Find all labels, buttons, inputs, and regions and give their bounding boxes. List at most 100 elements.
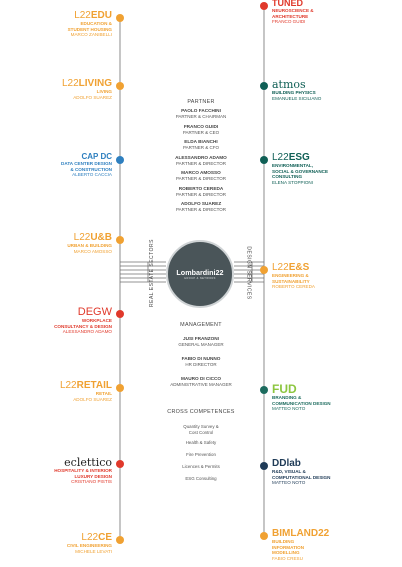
partner-role: PARTNER & DIRECTOR [175, 176, 226, 181]
unit-dot [260, 386, 268, 394]
unit-logo: TUNED [272, 0, 314, 8]
cross-competence-item: Fire Prevention [186, 452, 216, 457]
unit-description: SUSTAINABILITY [272, 278, 310, 284]
partner-role: PARTNER & DIRECTOR [175, 160, 226, 166]
unit-person: ELENA STOPPIONI [272, 180, 314, 186]
unit-logo-name: CE [98, 532, 112, 543]
unit-person: EMANUELE SICILIANO [272, 95, 322, 101]
unit-dot [116, 536, 124, 544]
unit-description: DATA CENTER DESIGN [61, 161, 112, 166]
unit-logo: BIMLAND22 [272, 529, 329, 539]
unit-description: LIVING [96, 89, 112, 94]
partner-role: PARTNER & CFO [182, 145, 220, 150]
partner-title: PARTNER [187, 99, 215, 105]
unit-logo-prefix: L22 [74, 10, 91, 21]
unit-dot [116, 156, 124, 164]
unit-description: CONSULTING [272, 174, 303, 180]
unit-description: STUDENT HOUSING [67, 26, 112, 32]
management-title: MANAGEMENT [180, 322, 222, 328]
unit-logo: L22CE [67, 533, 112, 543]
partner-name: ROBERTO CEREDA [178, 185, 224, 191]
unit-description: WORKPLACE [81, 318, 112, 323]
unit-dot [260, 462, 268, 470]
unit-person: MARCO AMOSSO [73, 248, 112, 254]
unit-description: R&D, VISUAL & [272, 469, 306, 474]
unit-description: URBAN & BUILDING [67, 243, 112, 248]
cross-competence-item: Health & Safety [185, 440, 217, 445]
unit-description: COMPUTATIONAL DESIGN [272, 474, 331, 480]
unit-dot [260, 532, 268, 540]
unit-description: INFORMATION [272, 544, 305, 550]
unit-description: NEUROSCIENCE & [272, 8, 314, 13]
unit-description: MODELLING [272, 550, 300, 556]
cross-competence-item: Cost Control [188, 430, 214, 435]
unit-description: RETAIL [95, 391, 112, 396]
hub-name: Lombardini22 [176, 268, 224, 277]
unit-person: MATTEO NOTO [272, 480, 306, 486]
unit-logo-prefix: L22 [81, 532, 99, 543]
partner-role: PARTNER & CEO [182, 129, 220, 135]
unit-logo-name: CAP DC [81, 152, 112, 161]
unit-logo-prefix: L22 [59, 380, 77, 391]
unit-person: MICHELE LEVATI [75, 548, 112, 554]
manager-name: JUSI FRANZONI [183, 336, 219, 341]
unit-dot [116, 14, 124, 22]
unit-logo-name: ESG [288, 152, 310, 163]
partner-name: PAOLO FACCHINI [181, 108, 221, 113]
unit-description: EDUCATION & [80, 21, 112, 26]
unit-logo-name: DDlab [272, 458, 301, 469]
unit-logo: FUD [272, 383, 331, 395]
unit-logo-name: EDU [90, 10, 112, 21]
unit-person: ROBERTO CEREDA [272, 284, 315, 290]
unit-dot [116, 384, 124, 392]
unit-logo: DEGW [54, 307, 112, 318]
design-services-label: DESIGN SERVICES [245, 246, 252, 300]
unit-description: BRANDING & [272, 395, 302, 400]
cross-competence-item: Quantity Survey & [183, 424, 219, 429]
unit-logo: L22ESG [272, 153, 328, 163]
unit-logo: eclettico [54, 457, 112, 468]
unit-person: FABIO CRESU [272, 556, 303, 562]
real-estate-sectors-label: REAL ESTATE SECTORS [148, 239, 155, 307]
partner-name: ALESSANDRO ADAMO [175, 154, 227, 160]
unit-logo-name: RETAIL [76, 380, 112, 391]
unit-dot [260, 2, 268, 10]
unit-dot [260, 82, 268, 90]
unit-person: ALBERTO CACCIA [72, 172, 112, 178]
manager-role: ADMINISTRATIVE MANAGER [170, 382, 232, 387]
unit-logo-prefix: L22 [272, 152, 289, 163]
cross-competences-title: CROSS COMPETENCES [167, 409, 235, 415]
unit-logo-name: FUD [272, 382, 297, 396]
unit-logo-name: DEGW [77, 306, 112, 318]
unit-description: ENVIRONMENTAL, [272, 163, 314, 168]
unit-logo-prefix: L22 [61, 78, 79, 89]
partner-name: ADOLFO SUAREZ [180, 201, 222, 206]
partner-name: MARCO AMOSSO [181, 170, 221, 175]
unit-logo: atmos [272, 79, 321, 90]
manager-name: FABIO DI NUNNO [181, 356, 221, 361]
unit-logo-name: U&B [90, 232, 112, 243]
unit-description: CIVIL ENGINEERING [66, 543, 112, 548]
unit-logo-name: LIVING [78, 78, 112, 89]
partner-name: ELDA BIANCHI [184, 139, 218, 144]
unit-description: BUILDING [272, 539, 295, 544]
unit-person: MATTEO NOTO [272, 406, 306, 412]
hub-circle [166, 240, 234, 308]
partner-role: PARTNER & CHAIRMAN [175, 114, 227, 119]
